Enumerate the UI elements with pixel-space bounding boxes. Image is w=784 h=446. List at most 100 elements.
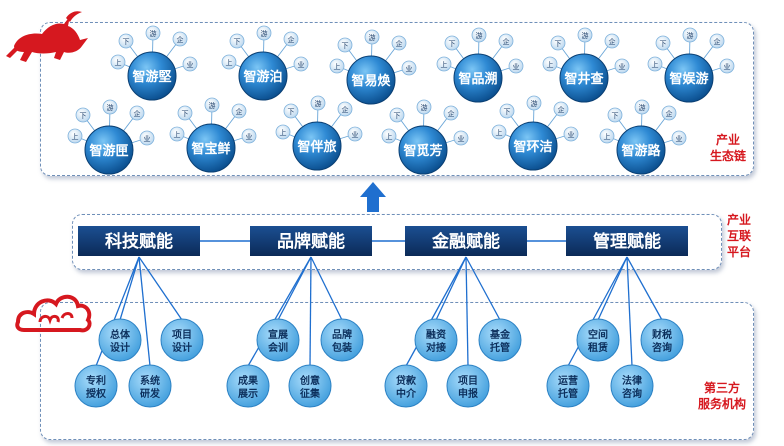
satellite-node (204, 97, 220, 113)
service-label: 租赁 (588, 341, 608, 354)
service-circle (546, 364, 590, 408)
satellite-label: 上 (174, 130, 181, 139)
satellite-node (275, 124, 291, 140)
empowerment-box: 品牌赋能 (250, 226, 372, 256)
satellite-node (177, 105, 193, 121)
satellite-label: 业 (144, 134, 151, 143)
satellite-label: 上 (652, 60, 659, 69)
satellite-label: 游 (369, 33, 376, 42)
satellite-node (169, 126, 185, 142)
service-link (465, 256, 469, 367)
bubble-circle (453, 53, 503, 103)
satellite-label: 企 (342, 105, 349, 114)
satellite-label: 业 (513, 62, 520, 71)
satellite-node (599, 128, 615, 144)
satellite-node (391, 35, 407, 51)
service-link (310, 256, 343, 321)
ecosystem-label-line: 产业 (715, 133, 740, 147)
satellite-label: 下 (612, 112, 619, 120)
satellite-label: 上 (547, 60, 554, 69)
satellite-node (310, 95, 326, 111)
satellite-label: 企 (666, 109, 673, 118)
satellite-node (337, 37, 353, 53)
satellite-node (229, 33, 245, 49)
service-link (435, 256, 467, 321)
service-link (309, 256, 312, 367)
service-link (567, 256, 628, 367)
satellite-label: 业 (724, 62, 731, 71)
service-label: 宣展 (268, 328, 288, 341)
service-label: 征集 (300, 387, 321, 400)
ecosystem-label-line: 生态链 (709, 149, 746, 163)
satellite-node (145, 25, 161, 41)
satellite-node (444, 35, 460, 51)
satellite-node (283, 31, 299, 47)
satellite-node (542, 56, 558, 72)
services-label-line: 服务机构 (697, 397, 746, 411)
satellite-node (293, 56, 309, 72)
empowerment-box-bg (566, 226, 688, 256)
bubble-label: 智品溯 (458, 71, 497, 87)
satellite-node (634, 99, 650, 115)
satellite-label: 下 (182, 110, 189, 118)
satellite-label: 下 (449, 40, 456, 48)
satellite-label: 企 (134, 109, 141, 118)
service-link (138, 256, 151, 367)
bubble-label: 智环洁 (513, 139, 552, 155)
service-label: 展示 (238, 388, 258, 400)
satellite-label: 下 (342, 42, 349, 50)
satellite-node (550, 35, 566, 51)
satellite-node (347, 126, 363, 142)
satellite-node (661, 105, 677, 121)
empowerment-box-bg (405, 226, 527, 256)
satellite-node (498, 33, 514, 49)
satellite-label: 游 (531, 99, 538, 108)
service-label: 对接 (426, 341, 446, 354)
satellite-label: 下 (555, 40, 562, 48)
service-circle (576, 318, 620, 362)
bubble-label: 智游路 (621, 143, 661, 159)
bubble-circle (398, 125, 448, 175)
satellite-node (139, 130, 155, 146)
satellite-label: 游 (315, 99, 322, 108)
satellite-label: 上 (280, 128, 287, 137)
satellite-node (283, 103, 299, 119)
empowerment-box: 金融赋能 (405, 226, 527, 256)
satellite-node (614, 58, 630, 74)
satellite-node (499, 103, 515, 119)
service-label: 法律 (622, 374, 642, 387)
satellite-node (389, 107, 405, 123)
satellite-label: 业 (298, 60, 305, 69)
satellite-node (231, 103, 247, 119)
satellite-label: 游 (421, 103, 428, 112)
satellite-label: 企 (558, 105, 565, 114)
bubble-label: 智娱游 (669, 71, 708, 87)
empowerment-box: 管理赋能 (566, 226, 688, 256)
service-label: 设计 (172, 341, 192, 354)
satellite-label: 企 (503, 37, 510, 46)
satellite-label: 上 (72, 132, 79, 141)
service-circle (414, 318, 458, 362)
bubble-label: 智宝鲜 (191, 141, 230, 157)
satellite-label: 上 (496, 128, 503, 137)
satellite-label: 游 (261, 29, 268, 38)
satellite-label: 业 (246, 132, 253, 141)
satellite-node (381, 128, 397, 144)
service-circle (128, 364, 172, 408)
satellite-node (647, 56, 663, 72)
service-label: 咨询 (622, 387, 642, 400)
service-label: 包装 (332, 341, 352, 354)
satellite-label: 业 (568, 130, 575, 139)
service-link (626, 256, 633, 367)
service-label: 成果 (238, 374, 259, 387)
bubble-circle (127, 51, 177, 101)
satellite-label: 上 (334, 62, 341, 71)
satellite-label: 上 (441, 60, 448, 69)
satellite-label: 上 (226, 58, 233, 67)
